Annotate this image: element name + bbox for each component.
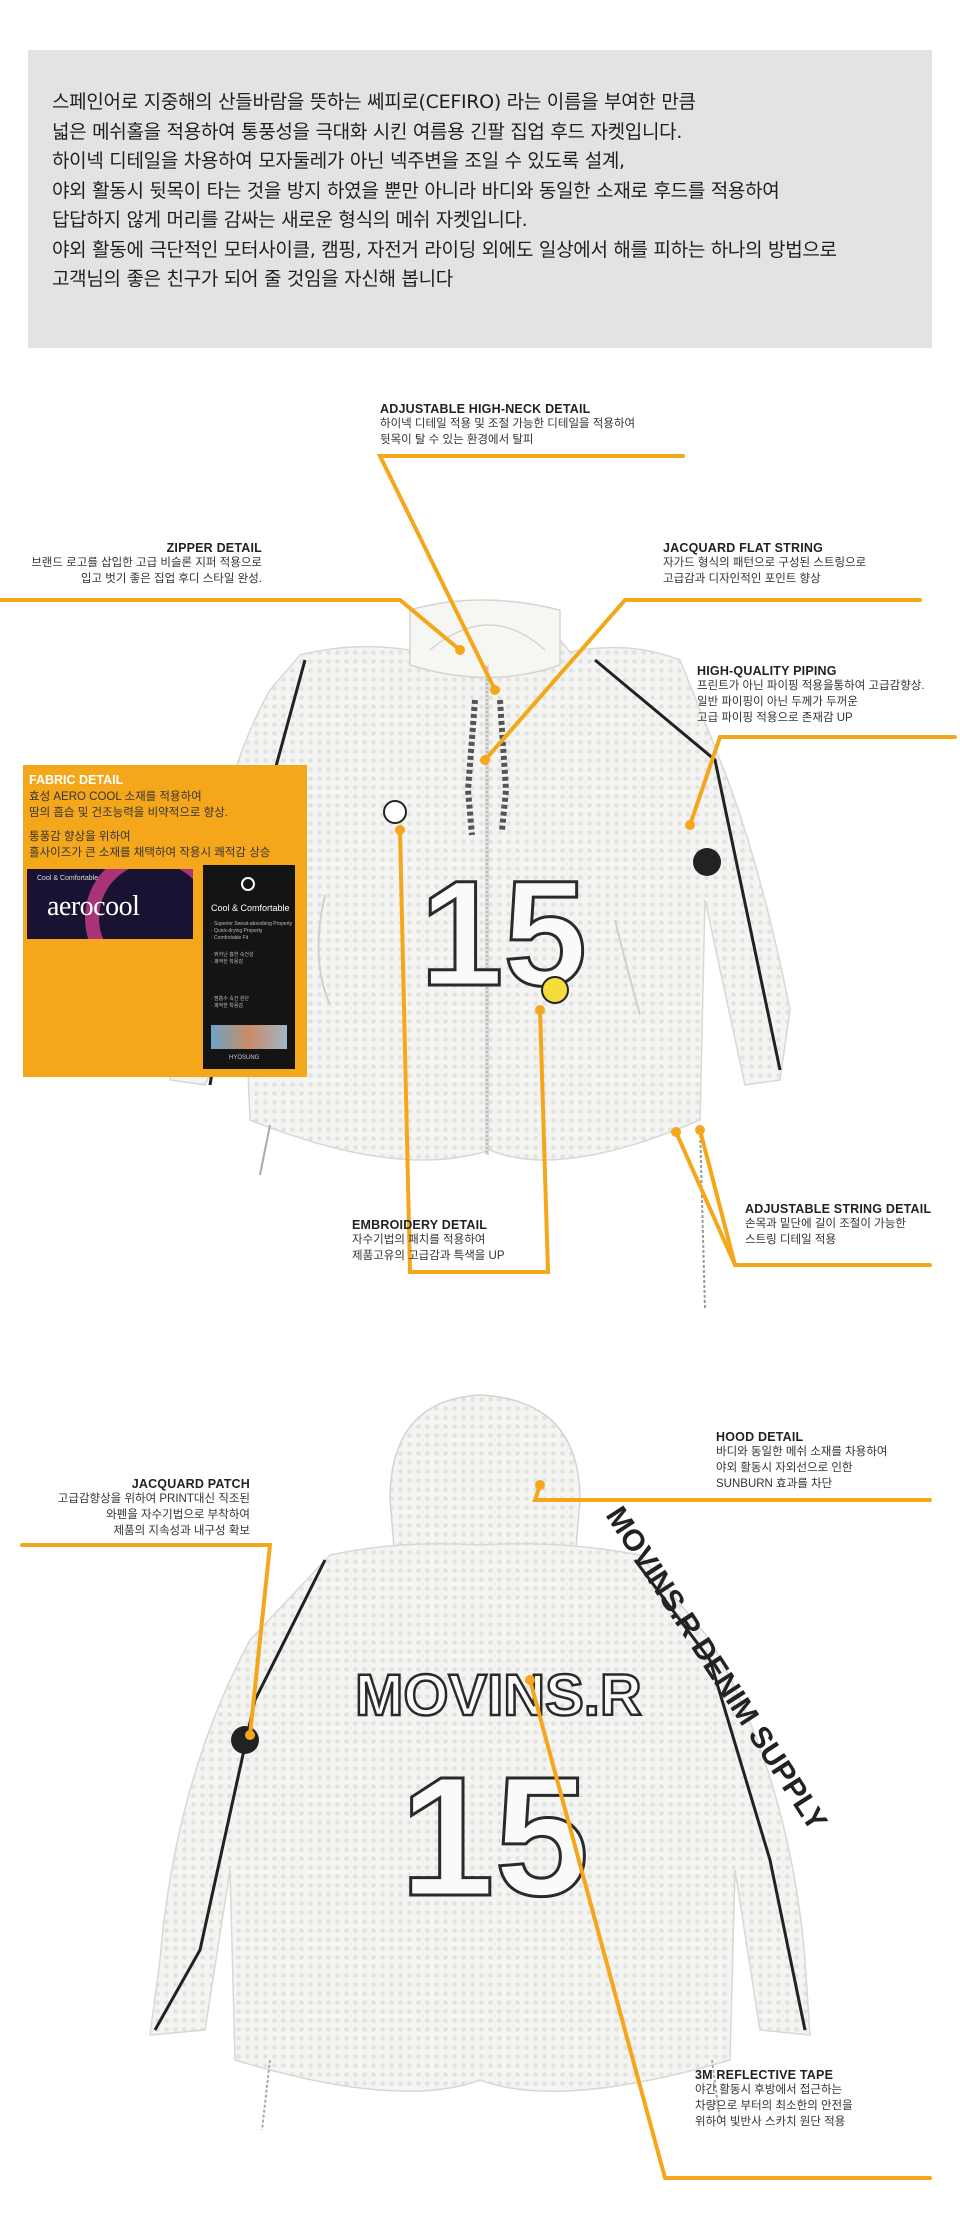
intro-line: 야외 활동시 뒷목이 타는 것을 방지 하였을 뿐만 아니라 바디와 동일한 소…: [52, 179, 780, 202]
callout-reflective: 3M REFLECTIVE TAPE 야간 활동시 후방에서 접근하는 차량으로…: [695, 2068, 853, 2130]
fabric-hangtag: Cool & Comfortable · Superior Sweat-abso…: [203, 865, 295, 1069]
logo-subtitle: Cool & Comfortable: [37, 875, 99, 882]
callout-line: 차량으로 부터의 최소한의 안전을: [695, 2100, 853, 2112]
hangtag-line: · 쾌적한 착용감: [211, 959, 244, 965]
callout-line: 하이넥 디테일 적용 및 조절 가능한 디테일을 적용하여: [380, 418, 636, 430]
callout-piping: HIGH-QUALITY PIPING 프린트가 아닌 파이핑 적용을통하여 고…: [697, 664, 925, 726]
back-hood: [389, 1394, 581, 1561]
callout-line: 일반 파이핑이 아닌 두께가 두꺼운: [697, 696, 858, 708]
callout-zipper: ZIPPER DETAIL 브랜드 로고를 삽입한 고급 비슬론 지퍼 적용으로…: [0, 541, 262, 587]
hangtag-line: · 땀흡수 속건 원단: [211, 996, 250, 1002]
hangtag-line: · 뛰어난 흡한 속건성: [211, 952, 254, 958]
aerocool-logo: Cool & Comfortable aerocool: [27, 869, 193, 939]
callout-title: EMBROIDERY DETAIL: [352, 1218, 488, 1232]
callout-title: ZIPPER DETAIL: [166, 541, 262, 555]
back-number-15: 15: [400, 1742, 589, 1932]
callout-line: 와펜을 자수기법으로 부착하여: [106, 1509, 250, 1521]
callout-title: 3M REFLECTIVE TAPE: [695, 2068, 834, 2082]
fabric-line: 홀사이즈가 큰 소재를 채택하여 작용시 쾌적감 상승: [29, 847, 271, 859]
callout-hood: HOOD DETAIL 바디와 동일한 메쉬 소재를 차용하여 야외 활동시 자…: [716, 1430, 887, 1492]
back-jacket: MOVINS.R 15 MOVINS.R DENIM SUPPLY: [149, 1394, 833, 2131]
fabric-detail-panel: FABRIC DETAIL 효성 AERO COOL 소재를 적용하여 땀의 흡…: [23, 765, 307, 1077]
intro-line: 하이넥 디테일을 차용하여 모자둘레가 아닌 넥주변을 조일 수 있도록 설계,: [52, 150, 625, 172]
callout-line: 야간 활동시 후방에서 접근하는: [695, 2084, 843, 2096]
back-body: [149, 1543, 811, 2092]
hangtag-title: Cool & Comfortable: [211, 903, 290, 913]
callout-line: 제품의 지속성과 내구성 확보: [113, 1525, 250, 1537]
callout-line: 위하여 빛반사 스카치 원단 적용: [695, 2116, 846, 2128]
fabric-line: 효성 AERO COOL 소재를 적용하여: [29, 791, 202, 803]
intro-line: 야외 활동에 극단적인 모터사이클, 캠핑, 자전거 라이딩 외에도 일상에서 …: [52, 238, 837, 261]
callout-line: 고급감향상을 위하여 PRINT대신 직조된: [57, 1493, 250, 1505]
callout-line: 브랜드 로고를 삽입한 고급 비슬론 지퍼 적용으로: [31, 557, 262, 569]
back-brand-text: MOVINS.R: [355, 1663, 642, 1728]
callout-jacquard-patch: JACQUARD PATCH 고급감향상을 위하여 PRINT대신 직조된 와펜…: [0, 1477, 250, 1539]
callout-title: ADJUSTABLE HIGH-NECK DETAIL: [380, 402, 591, 416]
intro-box: 스페인어로 지중해의 산들바람을 뜻하는 쎄피로(CEFIRO) 라는 이름을 …: [28, 50, 932, 348]
callout-line: 자가드 형식의 패턴으로 구성된 스트링으로: [663, 557, 867, 569]
callout-line: 프린트가 아닌 파이핑 적용을통하여 고급감향상.: [697, 680, 925, 692]
callout-line: 스트링 디테일 적용: [745, 1234, 837, 1246]
hangtag-line: · Quick-drying Property: [211, 928, 263, 934]
callout-jacquard-string: JACQUARD FLAT STRING 자가드 형식의 패턴으로 구성된 스트…: [663, 541, 866, 587]
intro-line: 스페인어로 지중해의 산들바람을 뜻하는 쎄피로(CEFIRO) 라는 이름을 …: [52, 91, 696, 113]
callout-title: JACQUARD FLAT STRING: [663, 541, 824, 555]
callout-title: JACQUARD PATCH: [131, 1477, 250, 1491]
logo-wordmark: aerocool: [47, 891, 140, 922]
callout-high-neck: ADJUSTABLE HIGH-NECK DETAIL 하이넥 디테일 적용 및…: [380, 402, 635, 448]
hangtag-line: · Superior Sweat-absorbing Property: [211, 921, 293, 927]
fabric-line: 통풍감 향상을 위하여: [29, 831, 131, 843]
fabric-line: 땀의 흡습 및 건조능력을 비약적으로 향상.: [29, 807, 229, 819]
callout-line: 손목과 밑단에 길이 조절이 가능한: [745, 1218, 906, 1230]
hangtag-line: · 쾌적한 착용감: [211, 1003, 244, 1009]
callout-line: 자수기법의 패치를 적용하여: [352, 1234, 486, 1246]
callout-line: SUNBURN 효과를 차단: [716, 1478, 833, 1490]
callout-title: ADJUSTABLE STRING DETAIL: [745, 1202, 932, 1216]
callout-line: 고급감과 디자인적인 포인트 향상: [663, 573, 821, 585]
fabric-title: FABRIC DETAIL: [29, 773, 124, 787]
callout-title: HOOD DETAIL: [716, 1430, 804, 1444]
hangtag-line: · Comfortable Fit: [211, 935, 249, 941]
intro-line: 넓은 메쉬홀을 적용하여 통풍성을 극대화 시킨 여름용 긴팔 집업 후드 자켓…: [52, 120, 683, 143]
callout-line: 뒷목이 탈 수 있는 환경에서 탈피: [380, 434, 534, 446]
callout-adjustable-string: ADJUSTABLE STRING DETAIL 손목과 밑단에 길이 조절이 …: [745, 1202, 931, 1248]
callout-line: 야외 활동시 자외선으로 인한: [716, 1462, 853, 1474]
hangtag-brand: HYOSUNG: [229, 1055, 260, 1061]
intro-line: 답답하지 않게 머리를 감싸는 새로운 형식의 메쉬 자켓입니다.: [52, 209, 528, 231]
intro-line: 고객님의 좋은 친구가 되어 줄 것임을 자신해 봅니다: [52, 268, 453, 290]
callout-title: HIGH-QUALITY PIPING: [697, 664, 837, 678]
hangtag-image: [211, 1025, 287, 1049]
leader-lines: [0, 454, 957, 2180]
callout-line: 제품고유의 고급감과 특색을 UP: [352, 1250, 505, 1262]
callout-line: 입고 벗기 좋은 집업 후디 스타일 완성.: [80, 573, 262, 585]
front-high-neck: [409, 599, 561, 679]
ring-icon: [241, 877, 255, 891]
callout-line: 바디와 동일한 메쉬 소재를 차용하여: [716, 1446, 888, 1458]
callout-line: 고급 파이핑 적용으로 존재감 UP: [697, 712, 853, 724]
leader-dots: [245, 645, 705, 1740]
front-jacket: 15: [169, 599, 791, 1311]
callout-embroidery: EMBROIDERY DETAIL 자수기법의 패치를 적용하여 제품고유의 고…: [352, 1218, 505, 1264]
